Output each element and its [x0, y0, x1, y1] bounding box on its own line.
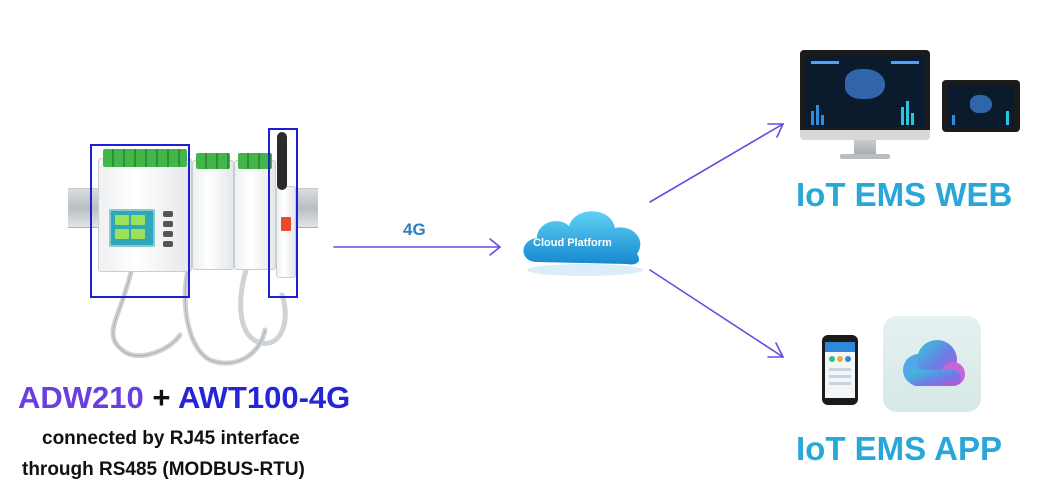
antenna [277, 132, 287, 190]
arrow-to-web [649, 123, 784, 203]
app-icon [883, 316, 981, 412]
cloud-icon [523, 211, 643, 276]
terminal-block [238, 153, 272, 169]
cloud-platform-label: Cloud Platform [533, 237, 612, 249]
arrowhead-4g [489, 238, 502, 256]
product-adw210: ADW210 [18, 380, 144, 415]
front-button [163, 221, 173, 227]
tablet-screen [948, 85, 1014, 127]
desktop-monitor [800, 50, 930, 162]
iot-ems-app-label: IoT EMS APP [796, 430, 1002, 467]
phone-screen [825, 342, 855, 398]
terminal-block [196, 153, 230, 169]
adw210-module [98, 149, 192, 272]
lcd-display [109, 209, 155, 247]
front-button [163, 241, 173, 247]
rj45-cables [110, 265, 288, 366]
product-awt100-4g: AWT100-4G [177, 380, 351, 415]
connection-line-1: connected by RJ45 interface [42, 428, 300, 449]
front-button [163, 231, 173, 237]
arrowhead-app [767, 342, 785, 358]
iot-ems-web-label: IoT EMS WEB [796, 176, 1013, 213]
tablet-device [942, 80, 1020, 132]
dashboard-screen [805, 55, 925, 127]
expansion-module [192, 153, 234, 270]
arrowhead-web [767, 123, 785, 138]
awt100-highlight-box [268, 128, 298, 298]
device-title: ADW210 + AWT100-4G [18, 380, 350, 416]
smartphone [822, 335, 858, 405]
connection-line-2: through RS485 (MODBUS-RTU) [22, 459, 305, 480]
adw210-highlight-box [90, 144, 190, 298]
device-assembly [60, 120, 320, 380]
plus-sign: + [152, 380, 171, 415]
link-label-4g: 4G [403, 220, 426, 239]
front-button [163, 211, 173, 217]
terminal-block [103, 149, 187, 167]
arrow-to-app [649, 269, 784, 358]
app-cloud-icon [903, 340, 965, 386]
